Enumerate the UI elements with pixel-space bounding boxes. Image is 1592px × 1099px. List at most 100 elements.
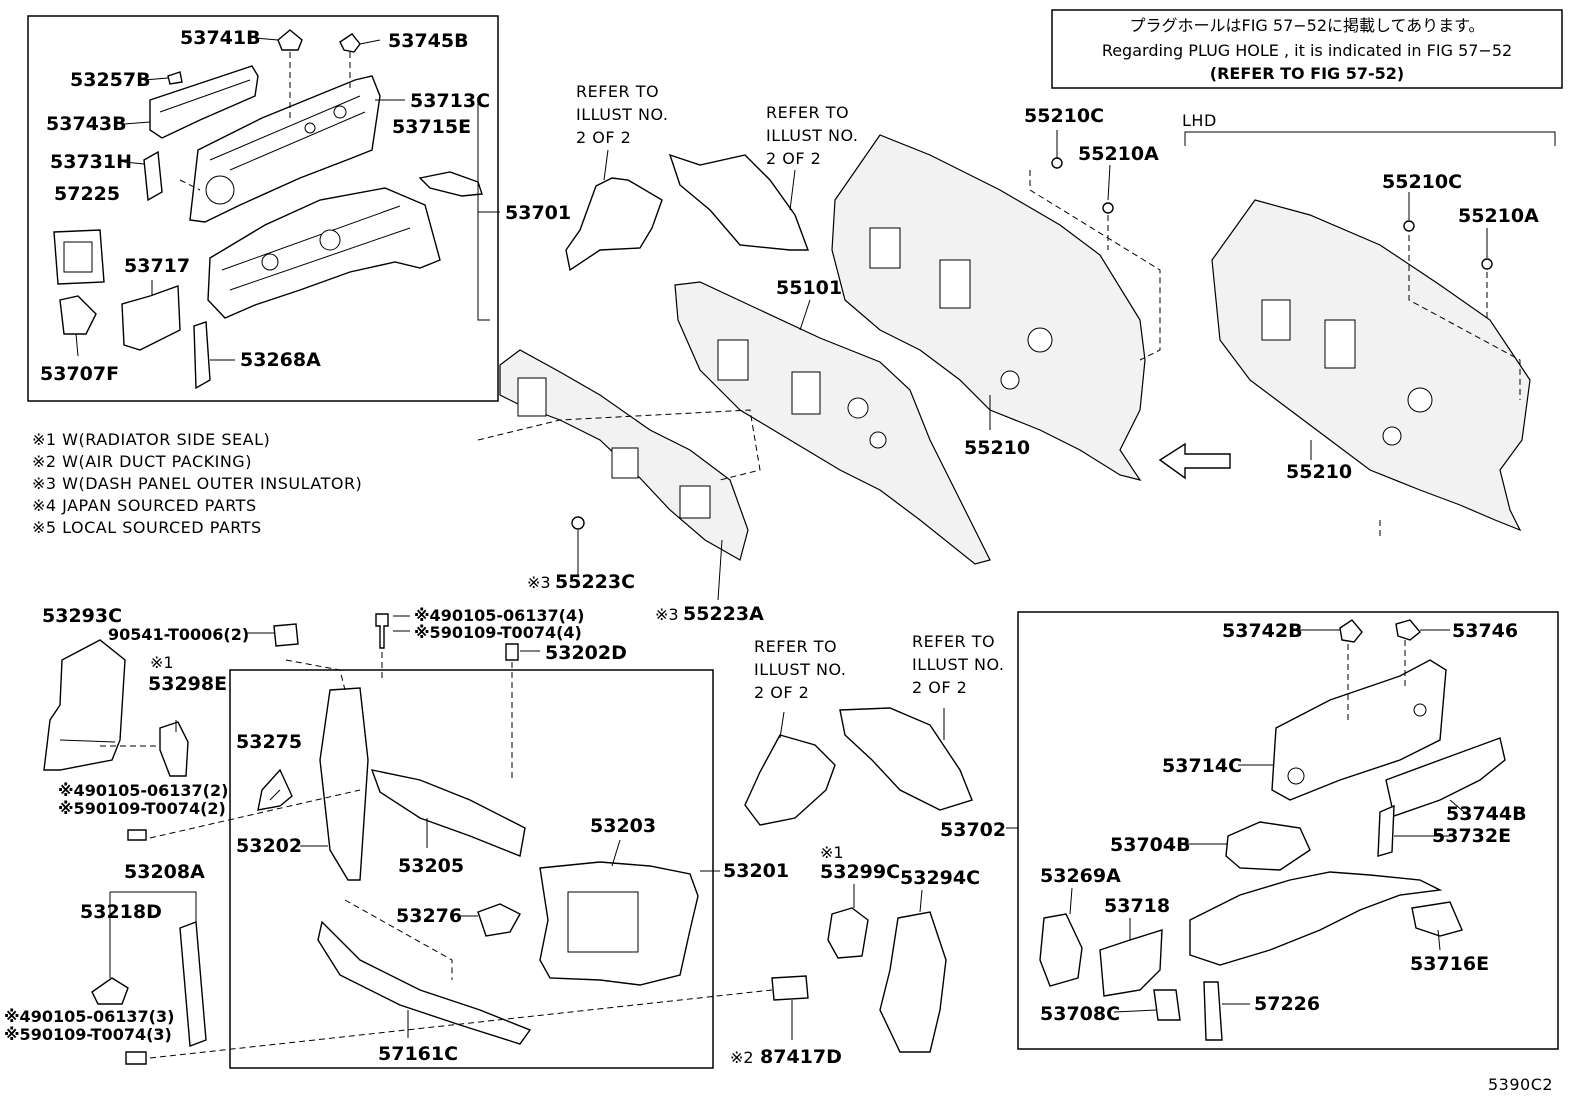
label-53742B: 53742B [1222,620,1303,642]
clip-55210A-b [1481,258,1493,270]
label-fastener-5b: ※590109-T0074(2) [58,799,226,818]
side-member-53743B [149,65,259,139]
direction-arrow-icon [1158,442,1231,480]
label-53704B: 53704B [1110,834,1191,856]
apron-hole [205,175,235,205]
side-member-53744B [1385,737,1506,817]
label-fastener-5a: ※590109-T0074(4) [414,623,582,642]
notice-ref: (REFER TO FIG 57-52) [1210,64,1404,83]
bracket-53732E [1377,804,1395,857]
right-group-frame [1017,611,1559,1050]
label-53708C: 53708C [1040,1003,1120,1025]
label-90541: 90541-T0006(2) [108,625,249,644]
clip-55210C-b [1403,220,1415,232]
radiator-support-parts [43,613,809,1065]
figure-code: 5390C2 [1488,1075,1553,1094]
label-55210A-b: 55210A [1458,205,1539,227]
label-53732E: 53732E [1432,825,1511,847]
right-group-parts [1006,520,1506,1041]
mark-3-b: ※3 [655,605,679,624]
label-55101: 55101 [776,277,842,299]
label-53743B: 53743B [46,113,127,135]
part-57226 [1203,981,1223,1041]
dash-panel-parts [477,130,1556,601]
label-55223A: 55223A [683,603,764,625]
refer-note-a: REFER TO ILLUST NO. 2 OF 2 [576,82,668,147]
label-fastener-4a: ※490105-06137(4) [414,606,584,625]
part-53293C [43,639,126,771]
lower-crossmember-57161C [317,920,532,1045]
mark-2: ※2 [730,1048,754,1067]
refer-note-c: REFER TO ILLUST NO. 2 OF 2 [754,637,846,702]
label-55210C-b: 55210C [1382,171,1462,193]
upper-left-parts [53,29,500,390]
radiator-support-side-53202 [319,687,369,881]
dash-silencer-55210-a [831,134,1146,481]
svg-text:REFER TO: REFER TO [576,82,659,101]
clip-53742B [1339,619,1363,643]
label-57225: 57225 [54,183,120,205]
svg-text:REFER TO: REFER TO [754,637,837,656]
legend-item-1: ※1 W(RADIATOR SIDE SEAL) [32,430,270,449]
upper-left-group-frame [27,15,499,402]
refer-note-b: REFER TO ILLUST NO. 2 OF 2 [766,103,858,168]
label-53294C: 53294C [900,867,980,889]
label-fastener-4b: ※490105-06137(2) [58,781,228,800]
bracket-53704B [1225,821,1311,871]
label-53707F: 53707F [40,363,119,385]
part-53276 [477,903,521,937]
bolt-upper [375,613,389,649]
svg-text:REFER TO: REFER TO [766,103,849,122]
svg-text:REFER TO: REFER TO [912,632,995,651]
svg-text:ILLUST NO.: ILLUST NO. [576,105,668,124]
svg-text:ILLUST NO.: ILLUST NO. [912,655,1004,674]
label-55210A-a: 55210A [1078,143,1159,165]
label-53269A: 53269A [1040,865,1121,887]
part-53275 [257,768,293,811]
part-53708C [1153,989,1181,1021]
bracket-53715E [418,171,483,197]
legend-item-2: ※2 W(AIR DUCT PACKING) [32,452,252,471]
part-labels: 53741B 53745B 53257B 53713C 53743B 53715… [4,27,1539,1068]
bolt-mid-left [127,829,147,841]
bolt-lower-left [125,1051,147,1065]
wheel-apron-53701 [207,187,441,319]
label-53275: 53275 [236,731,302,753]
label-53218D: 53218D [80,901,162,923]
label-53298E: 53298E [148,673,227,695]
legend-item-4: ※4 JAPAN SOURCED PARTS [32,496,257,515]
mark-3-a: ※3 [527,573,551,592]
label-fastener-4c: ※490105-06137(3) [4,1007,174,1026]
clip-55210A-a [1102,202,1114,214]
apron-upper-member-53714C [1271,659,1447,801]
label-53268A: 53268A [240,349,321,371]
part-53707F [59,295,97,335]
seal-53294C [879,911,947,1053]
insulator-sheet-lower-left [744,734,836,826]
label-55210-b: 55210 [1286,461,1352,483]
part-53269A [1039,913,1083,987]
clip-55223C [571,516,585,530]
seal-53299C [827,907,869,959]
packing-87417D [771,975,809,1001]
part-53208A [179,921,207,1047]
label-53746: 53746 [1452,620,1518,642]
label-53744B: 53744B [1446,803,1527,825]
label-53201: 53201 [723,860,789,882]
svg-text:2 OF 2: 2 OF 2 [576,128,631,147]
label-53293C: 53293C [42,605,122,627]
label-53202: 53202 [236,835,302,857]
dash-silencer-55210-lhd [1211,199,1531,532]
upper-support-53205 [370,769,526,857]
lower-middle-parts [744,707,973,1053]
label-53717: 53717 [124,255,190,277]
mark-1-b: ※1 [820,843,844,862]
label-53745B: 53745B [388,30,469,52]
svg-text:2 OF 2: 2 OF 2 [766,149,821,168]
cushion-90541 [273,623,299,647]
seal-53298E [159,721,189,777]
mark-1-a: ※1 [150,653,174,672]
refer-note-d: REFER TO ILLUST NO. 2 OF 2 [912,632,1004,697]
label-87417D: 87417D [760,1046,842,1068]
